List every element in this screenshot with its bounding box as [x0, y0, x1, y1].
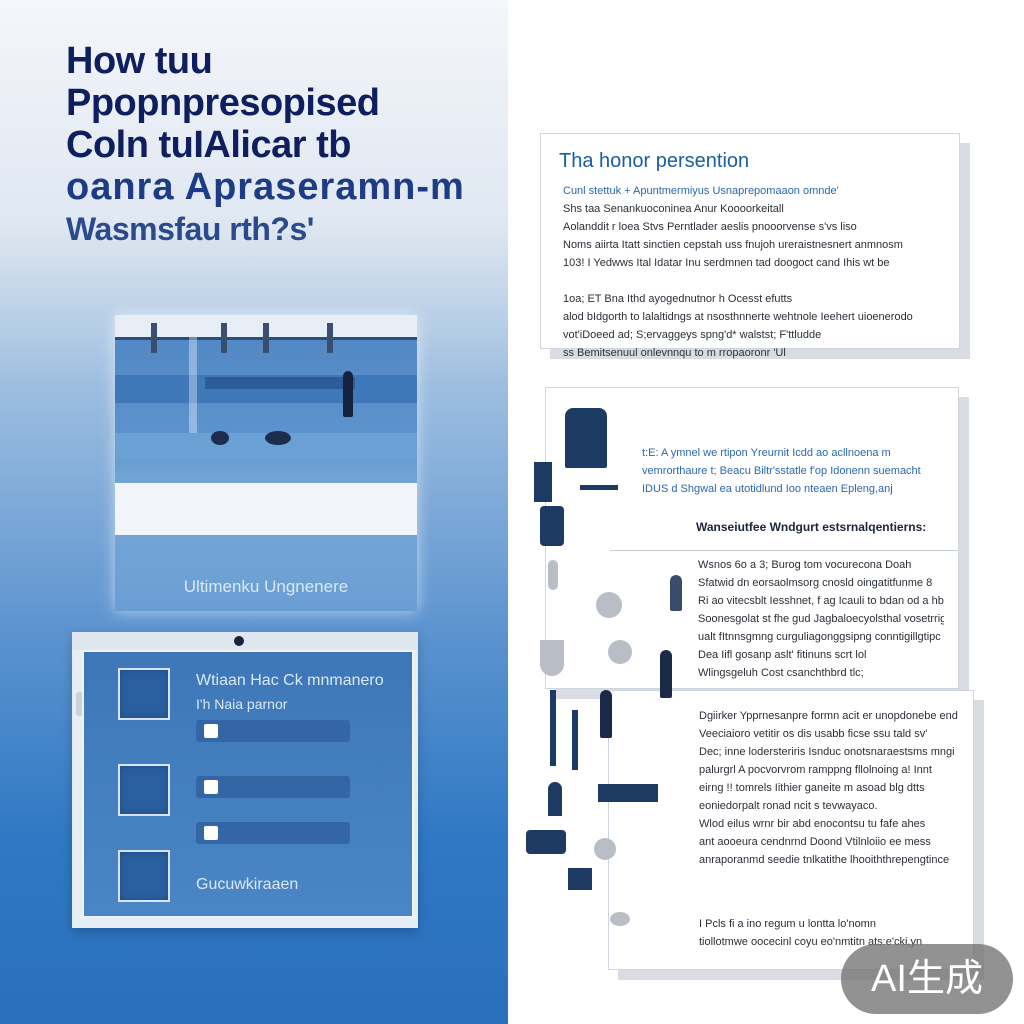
arrow-icon	[580, 485, 618, 490]
monitor-screen: Wtiaan Hac Ck mnmanero I'h Naia parnor G…	[82, 650, 414, 918]
info-card-presentation: Tha honor persention Cunl stettuk + Apun…	[540, 133, 960, 359]
hanging-hook	[221, 323, 227, 353]
illustration-caption: Ultimenku Ungnenere	[183, 577, 349, 596]
checkbox-icon	[204, 826, 218, 840]
card-line: Veeciaioro vetitir os dis usabb ficse ss…	[699, 728, 928, 740]
card-line: ualt fItnnsgmng curguliagonggsipng connt…	[698, 631, 941, 643]
stack-icon	[534, 462, 552, 502]
card-line: Soonesgolat st fhe gud Jagbaloecyolsthal…	[698, 613, 944, 625]
person-figure-icon	[600, 690, 612, 738]
machine-part-icon	[265, 431, 291, 445]
card-subheading: Wanseiutfee Wndgurt estsrnalqentierns:	[696, 520, 927, 534]
headline-line-4: oanra Apraseramn-m	[66, 166, 465, 208]
app-tile-icon	[118, 764, 170, 816]
illustration-monitor: Wtiaan Hac Ck mnmanero I'h Naia parnor G…	[72, 632, 418, 928]
card-line: Sfatwid dn eorsaolmsorg cnosld oingatitf…	[698, 577, 933, 589]
card-line: 103! I Yedwws Ital Idatar Inu serdmnen t…	[563, 257, 890, 269]
card-line: Dgiirker Ypprnesanpre formn acit er unop…	[699, 710, 958, 722]
person-figure-icon	[670, 575, 682, 611]
circle-icon	[594, 838, 616, 860]
card-body: Cunl stettuk + Apuntmermiyus Usnaprepoma…	[563, 182, 945, 362]
magnet-icon	[548, 782, 562, 816]
card-line: Aolanddit r loea Stvs Perntlader aeslis …	[563, 221, 857, 233]
headline-line-1: How tuu	[66, 40, 213, 82]
card-line: anraporanmd seedie tnlkatithe lhooiththr…	[699, 854, 950, 866]
tool-icon	[548, 560, 558, 590]
card-line: eoniedorpalt ronad ncit s tevwayaco.	[699, 800, 878, 812]
screen-footer-label: Gucuwkiraaen	[196, 876, 299, 893]
card-line: vot'iDoeed ad; S;ervaggeys spng'd* walst…	[563, 329, 822, 341]
checklist-row	[196, 776, 350, 798]
card-line: I Pcls fi a ino regum u lontta lo'nomn	[699, 918, 876, 930]
card-line: ant aooeura cendnrnd Doond Vtilnloiio ee…	[699, 836, 931, 848]
headline: How tuu Ppopnpresopised Coln tuIAlicar t…	[66, 40, 496, 250]
hanging-hook	[327, 323, 333, 353]
stack-icon	[568, 868, 592, 890]
card-line: Ri ao vitecsblt Iesshnet, f ag Icauli to…	[698, 595, 944, 607]
cup-icon	[540, 640, 564, 676]
hanging-hook	[263, 323, 269, 353]
gear-icon	[596, 592, 622, 618]
checkbox-icon	[204, 780, 218, 794]
illustration-factory-scene: Ultimenku Ungnenere	[115, 315, 417, 611]
checklist-row	[196, 822, 350, 844]
card-line: Dec; inne lodersteriris Isnduc onotsnara…	[699, 746, 955, 758]
light-beam	[189, 337, 197, 455]
card-line: Shs taa Senankuoconinea Anur Koooorkeita…	[563, 203, 784, 215]
conveyor-bar	[205, 377, 355, 389]
card-line: alod bIdgorth to lalaltidngs at nsosthnn…	[563, 311, 913, 323]
card-line: Cunl stettuk + Apuntmermiyus Usnaprepoma…	[563, 185, 839, 197]
card-title: Tha honor persention	[559, 150, 750, 172]
card-line: ss Bemitsenuul onlevnnqu to m rropaoronr…	[563, 347, 786, 359]
monitor-topbar	[72, 632, 418, 650]
worker-figure-icon	[343, 371, 353, 417]
card-line: Wlod eilus wrnr bir abd enocontsu tu faf…	[699, 818, 926, 830]
server-icon	[565, 408, 607, 468]
battery-icon	[540, 506, 564, 546]
checklist-row	[196, 720, 350, 742]
info-card-details: Dgiirker Ypprnesanpre formn acit er unop…	[608, 690, 974, 970]
screen-label: Wtiaan Hac Ck mnmanero	[196, 672, 384, 689]
screen-sublabel: I'h Naia parnor	[196, 696, 288, 712]
card-line: vemrorthaure t; Beacu Biltr'sstatle f'op…	[642, 465, 921, 477]
machine-part-icon	[211, 431, 229, 445]
hanging-hook	[151, 323, 157, 353]
card-line: palurgrl A pocvorvrom ramppng fllolnoing…	[699, 764, 932, 776]
card-intro: t:E: A ymnel we rtipon Yreurnit Icdd ao …	[642, 444, 944, 498]
ai-generated-badge: AI生成	[841, 944, 1013, 1014]
checkbox-icon	[204, 724, 218, 738]
person-figure-icon	[660, 650, 672, 698]
white-platform	[115, 483, 417, 535]
circle-icon	[610, 912, 630, 926]
webcam-icon	[234, 636, 244, 646]
divider	[610, 550, 958, 551]
headline-line-3: Coln tuIAlicar tb	[66, 124, 351, 166]
card-line: t:E: A ymnel we rtipon Yreurnit Icdd ao …	[642, 447, 891, 459]
headline-line-2: Ppopnpresopised	[66, 82, 380, 124]
card-body: Wsnos 6o a 3; Burog tom vocurecona Doah …	[698, 556, 944, 682]
card-line: eirng !! tomrels Iithier ganeite m asoad…	[699, 782, 925, 794]
circle-icon	[608, 640, 632, 664]
card-body: Dgiirker Ypprnesanpre formn acit er unop…	[699, 707, 959, 869]
document-tile-icon	[118, 850, 170, 902]
headline-line-5: Wasmsfau rth?s'	[66, 211, 314, 247]
monitor-side-button	[76, 692, 84, 716]
pole-icon	[572, 710, 578, 770]
pole-icon	[550, 690, 556, 766]
card-line: IDUS d Shgwal ea utotidlund Ioo nteaen E…	[642, 483, 893, 495]
keyboard-icon	[598, 784, 658, 802]
card-line	[563, 272, 945, 290]
card-line: Wsnos 6o a 3; Burog tom vocurecona Doah	[698, 559, 912, 571]
left-hero-panel: How tuu Ppopnpresopised Coln tuIAlicar t…	[0, 0, 508, 1024]
app-tile-icon	[118, 668, 170, 720]
info-card-workflow: t:E: A ymnel we rtipon Yreurnit Icdd ao …	[545, 387, 959, 689]
card-line: 1oa; ET Bna Ithd ayogednutnor h Ocesst e…	[563, 293, 793, 305]
card-line: Dea Iifl gosanp aslt' fitinuns scrt lol	[698, 649, 867, 661]
printer-icon	[526, 830, 566, 854]
card-line: Wlingsgeluh Cost csanchthbrd tlc;	[698, 667, 864, 679]
card-line: Noms aiirta Itatt sinctien cepstah uss f…	[563, 239, 903, 251]
